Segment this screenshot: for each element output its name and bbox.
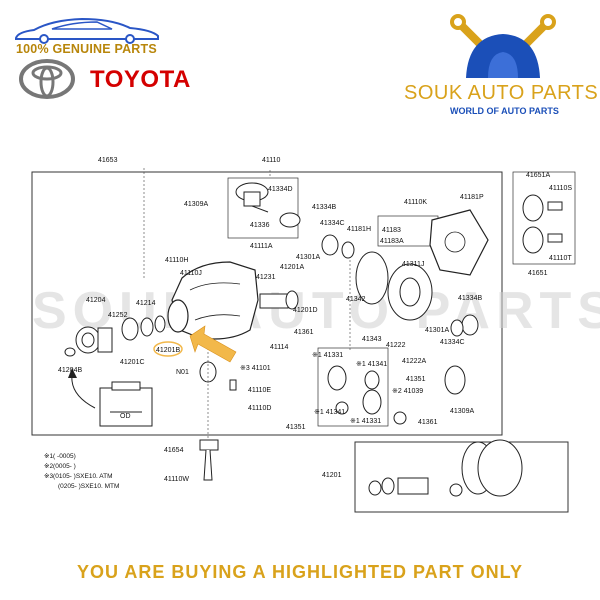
footnote-line: ※2(0005- )	[44, 463, 76, 470]
part-number-label: 41309A	[450, 408, 474, 415]
inset-arrow	[71, 374, 96, 409]
bottom-subassembly-frame	[354, 441, 569, 513]
part-number-label: 41183A	[380, 238, 404, 245]
part-number-label: 41110W	[164, 476, 189, 483]
part-number-label: 41361	[418, 419, 438, 426]
part-number-label: 41222	[386, 342, 406, 349]
part-number-label: 41110E	[248, 387, 271, 394]
part-number-label: 41336	[250, 222, 270, 229]
carrier-cover	[429, 209, 489, 276]
part-number-label: 41204	[86, 297, 106, 304]
highlighted-part-label: 41201B	[156, 347, 180, 354]
right-side-bearings	[321, 234, 479, 425]
part-number-label: 41201C	[120, 359, 145, 366]
part-number-label: 41204B	[58, 367, 82, 374]
part-number-label: 41183	[382, 227, 401, 234]
genuine-parts-text: 100% GENUINE PARTS	[16, 42, 157, 56]
part-number-label: 41110D	[248, 405, 271, 412]
toyota-emblem-icon	[19, 59, 75, 99]
subassembly-parts	[368, 439, 523, 497]
car-silhouette-icon	[15, 17, 159, 44]
footer-notice: YOU ARE BUYING A HIGHLIGHTED PART ONLY	[76, 562, 524, 582]
toyota-brand-text: TOYOTA	[90, 66, 191, 93]
part-number-label: 41110	[262, 157, 281, 164]
part-number-label: 41351	[286, 424, 306, 431]
od-inset	[99, 381, 153, 427]
part-number-label: N01	[176, 369, 189, 376]
highlight-arrow	[189, 325, 237, 363]
part-number-label: 41653	[98, 157, 118, 164]
part-number-label: 41342	[346, 296, 366, 303]
side-gear-frame	[227, 177, 299, 239]
part-number-label: ※2 41039	[392, 388, 423, 395]
part-number-label: 41110S	[549, 185, 572, 192]
part-number-label: 41309A	[184, 201, 208, 208]
part-number-label: 41301A	[425, 327, 449, 334]
part-number-label: 41201D	[293, 307, 318, 314]
od-label: OD	[120, 413, 131, 420]
main-frame	[31, 171, 503, 436]
part-number-label: 41351	[406, 376, 426, 383]
part-number-label: 41334B	[458, 295, 482, 302]
part-number-label: 41110J	[180, 270, 202, 277]
part-number-label: 41231	[256, 274, 276, 281]
part-number-label: 41110K	[404, 199, 427, 206]
part-number-label: 41334D	[268, 186, 293, 193]
part-number-label: 41361	[294, 329, 314, 336]
shop-tagline: WORLD OF AUTO PARTS	[450, 106, 559, 116]
right-small-frame	[512, 171, 576, 265]
part-number-label: 41222A	[402, 358, 426, 365]
right-flanges	[522, 194, 563, 254]
diff-pinions	[327, 365, 382, 415]
footnotes: ※1( -0005) ※2(0005- ) ※3(0105- )SXE10. A…	[44, 453, 119, 490]
part-number-label: 41114	[270, 344, 289, 351]
part-number-label: 41343	[362, 336, 382, 343]
part-number-label: 41201	[322, 472, 342, 479]
part-number-label: 41334C	[320, 220, 345, 227]
part-labels: 41653 41110 41334D 41309A 41336 41334B 4…	[58, 157, 572, 483]
part-number-label: ※1 41341	[314, 409, 345, 416]
part-number-label: 41214	[136, 300, 156, 307]
leader-lines	[143, 168, 351, 440]
part-number-label: 41651A	[526, 172, 550, 179]
part-number-label: 41311J	[402, 261, 424, 268]
part-number-label: ※1 41331	[312, 352, 343, 359]
footnote-line: (0205- )SXE10. MTM	[58, 483, 119, 490]
part-number-label: 41181H	[347, 226, 371, 233]
part-number-label: 41252	[108, 312, 128, 319]
ring-gear	[355, 251, 433, 321]
diff-pinion-frame	[317, 347, 389, 427]
part-number-label: 41201A	[280, 264, 304, 271]
part-number-label: 41654	[164, 447, 184, 454]
part-number-label: ※1 41341	[356, 361, 387, 368]
part-number-label: 41301A	[296, 254, 320, 261]
part-number-label: 41651	[528, 270, 548, 277]
highlighted-part-ring	[153, 341, 183, 357]
differential-housing	[167, 261, 259, 340]
part-number-label: ※1 41331	[350, 418, 381, 425]
part-number-label: ※3 41101	[240, 365, 271, 372]
souk-auto-parts-text: SOUK AUTO PARTS	[404, 82, 599, 104]
side-gear-drawing	[235, 182, 301, 228]
part-number-label: 41111A	[250, 243, 273, 250]
footnote-line: ※3(0105- )SXE10. ATM	[44, 473, 113, 480]
part-number-label: 41181P	[460, 194, 484, 201]
wrench-dome-logo-icon	[450, 14, 556, 78]
part-number-label: 41334C	[440, 339, 465, 346]
footnote-line: ※1( -0005)	[44, 453, 76, 460]
part-number-label: 41110H	[165, 257, 188, 264]
part-number-label: 41334B	[312, 204, 336, 211]
part-number-label: 41110T	[549, 255, 572, 262]
flange-and-seals	[64, 315, 166, 357]
